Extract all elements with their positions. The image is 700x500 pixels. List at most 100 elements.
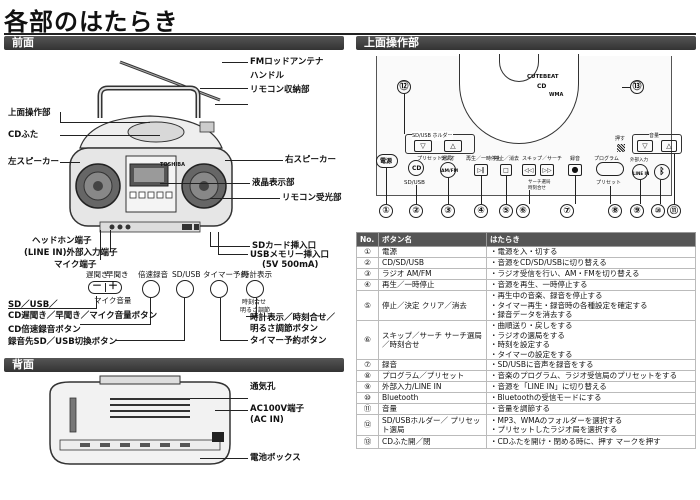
sd-usb-rec-dest-button[interactable] [176,280,194,298]
row-number: ⑫ [356,414,379,436]
label-right-speaker: 右スピーカー [285,155,337,165]
row-number: ⑦ [356,359,379,371]
label-btn-time-1: 時計表示／時刻合せ／ [250,313,336,323]
front-illustration [69,60,233,233]
play-stop-label: 再生／一時停止 [466,156,502,162]
cd-double-rec-button[interactable] [142,280,160,298]
callout-12: ⑫ [397,80,411,94]
row-button-name: SD/USBホルダー／ プリセット選局 [378,414,487,436]
callout-9: ⑨ [630,204,644,218]
callout-1: ① [379,204,393,218]
row-function: ・CDふたを開け・閉める時に、押す マークを押す [486,435,696,449]
cd-lid-push-mark[interactable] [617,144,625,152]
label-ac-1: AC100V端子 [250,404,305,414]
top-brand: CUTEBEAT [527,74,559,80]
program-button[interactable] [596,162,624,176]
label-cd-lid: CDふた [8,130,39,140]
label-headphone: ヘッドホン端子 [32,236,92,246]
row-button-name: 音量 [378,403,487,415]
row-function: ・再生中の音楽、録音を停止する・タイマー再生・録音時の各種設定を確定する・録音デ… [486,290,696,321]
row-function-line: ・曲順送り・戻しをする [490,321,573,330]
row-function: ・MP3、WMAのフォルダーを選択する・プリセットしたラジオ局を選択する [486,414,696,436]
row-number: ① [356,246,379,258]
callout-6: ⑥ [516,204,530,218]
panel-sdusb-label: SD/USB [172,270,201,279]
callout-13: ⑬ [630,80,644,94]
callout-2: ② [409,204,423,218]
label-sd-slot: SDカード挿入口 [252,241,317,251]
play-pause-button[interactable]: ▷‖ [474,164,488,176]
line-in-button[interactable]: LINE IN [632,164,650,180]
label-btn-sd-usb-1: SD／USB／ [8,300,58,310]
table-header-row: No. ボタン名 はたらき [356,232,696,247]
row-function-line: ・時刻を設定する [490,340,550,349]
ext-in-label: 外部入力 [630,158,648,163]
tune-label: サーチ選局 [528,180,551,185]
header-button-name: ボタン名 [378,232,487,247]
row-number: ③ [356,268,379,280]
cd-button[interactable]: CD [408,160,424,176]
label-btn-time-2: 明るさ調節ボタン [250,324,319,334]
callout-5: ⑤ [499,204,513,218]
panel-clock-label: 時計表示 [242,270,272,279]
row-function-line: ・タイマーの設定をする [490,349,573,359]
label-line-in: (LINE IN)外部入力端子 [24,248,118,258]
callout-4: ④ [474,204,488,218]
holder-up-button[interactable]: △ [444,140,462,152]
preset-sel-label: プリセット選局 [417,156,453,162]
program-label: プログラム [594,156,619,162]
row-number: ⑨ [356,381,379,393]
row-function-line: ・ラジオの選局をする [490,330,565,340]
section-back-header: 背面 [4,358,344,372]
label-btn-rec-dest: 録音先SD／USB切換ボタン [8,337,118,347]
stop-button[interactable]: □ [500,164,512,176]
vol-down-button[interactable]: ▽ [637,140,653,152]
power-button[interactable]: 電源 [376,154,398,168]
timer-button[interactable] [210,280,228,298]
skip-label: スキップ／サーチ [522,156,563,162]
minus-label: － [92,281,102,292]
row-function-line: ・MP3、WMAのフォルダーを選択する [490,415,623,425]
holder-group: SD/USB ホルダー ▽ △ [405,131,475,154]
row-button-name: 停止／決定 クリア／消去 [378,290,487,321]
vol-up-button[interactable]: △ [661,140,677,152]
row-function: ・音源を「LINE IN」に切り替える [486,381,696,393]
clock-button[interactable] [246,280,264,298]
label-remote-storage: リモコン収納部 [250,85,310,95]
skip-forward-button[interactable]: ▷▷ [540,164,554,176]
row-number: ⑩ [356,392,379,404]
holder-down-button[interactable]: ▽ [414,140,432,152]
rec-button[interactable]: ● [568,164,582,176]
row-button-name: CD/SD/USB [378,257,487,269]
preset-label: プリセット [596,180,622,186]
row-button-name: Bluetooth [378,392,487,404]
row-function: ・SD/USBに音声を録音をする [486,359,696,371]
am-fm-button[interactable]: AM/FM [440,162,458,178]
row-function-line: ・再生中の音楽、録音を停止する [490,291,603,301]
label-ac-2: (AC IN) [250,415,284,425]
minus-plus-button[interactable]: － ＋ [88,281,122,294]
skip-back-button[interactable]: ◁◁ [522,164,536,176]
panel-timer-label: タイマー予約 [203,270,248,279]
row-function-line: ・音楽のプログラム、ラジオ受信局のプリセットをする [490,371,678,381]
bluetooth-button[interactable]: ᛒ [654,164,670,180]
label-btn-sd-usb-2: CD遅聞き／早聞き／マイク音量ボタン [8,311,158,321]
label-usb-slot: USBメモリー挿入口 [250,250,330,260]
row-function-line: ・ラジオ受信を行い、AM・FMを切り替える [490,269,640,279]
line-in-label: LINE IN [633,171,650,176]
panel-mic-vol-label: マイク音量 [94,296,132,305]
row-number: ④ [356,279,379,291]
row-button-name: プログラム／プリセット [378,370,487,382]
cd-label: CD [412,165,422,172]
callout-10: ⑩ [651,204,665,218]
